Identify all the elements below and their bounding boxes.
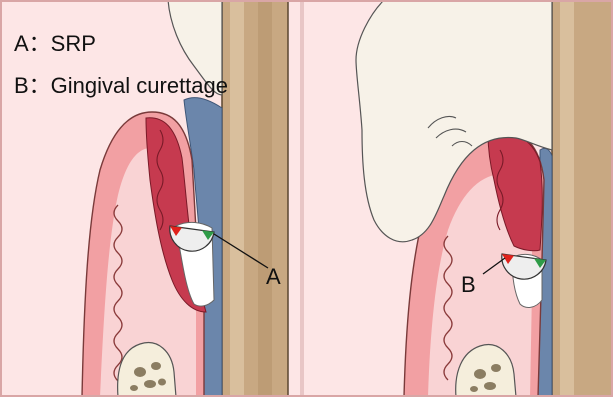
callout-a-label: A bbox=[266, 264, 281, 289]
left-tooth-root bbox=[222, 0, 288, 397]
legend-line-b: B：Gingival curettage bbox=[14, 73, 228, 98]
legend-line-a: A：SRP bbox=[14, 31, 96, 56]
right-panel bbox=[304, 0, 613, 397]
left-panel bbox=[0, 0, 300, 397]
right-tooth-root bbox=[552, 0, 613, 397]
callout-b-label: B bbox=[461, 272, 476, 297]
